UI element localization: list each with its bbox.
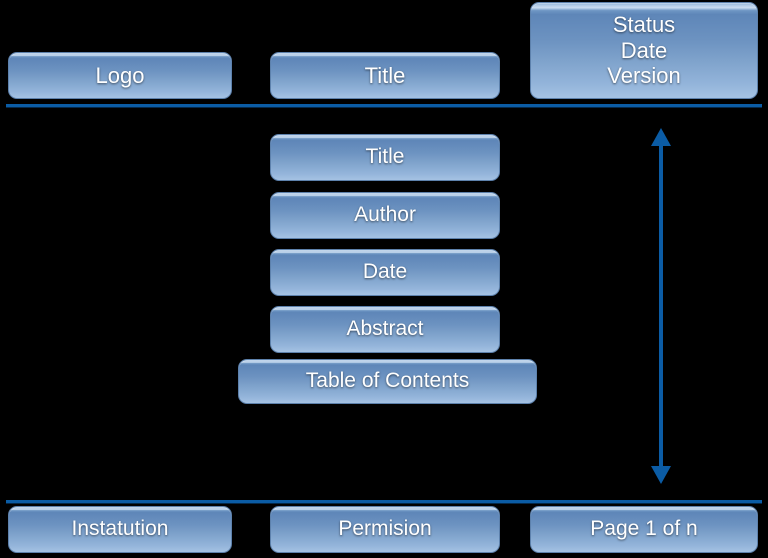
header-meta-date: Date (620, 37, 668, 63)
body-block-table-of-contents[interactable]: Table of Contents (238, 359, 537, 404)
header-title-box[interactable]: Title (270, 52, 500, 99)
body-block-date[interactable]: Date (270, 249, 500, 296)
header-meta-status: Status (612, 11, 676, 37)
arrow-head-up-icon (651, 128, 671, 146)
footer-page-box[interactable]: Page 1 of n (530, 506, 758, 553)
body-block-title-label: Title (365, 145, 405, 169)
header-meta-box[interactable]: Status Date Version (530, 2, 758, 99)
header-logo-label: Logo (95, 62, 145, 88)
header-meta-version: Version (607, 63, 681, 89)
footer-permission-label: Permision (338, 517, 432, 541)
footer-institution-label: Instatution (71, 517, 169, 541)
body-block-author-label: Author (354, 203, 416, 227)
body-block-title[interactable]: Title (270, 134, 500, 181)
body-block-abstract[interactable]: Abstract (270, 306, 500, 353)
body-block-date-label: Date (362, 260, 408, 284)
header-title-label: Title (364, 62, 406, 88)
body-block-abstract-label: Abstract (346, 317, 424, 341)
body-block-table-of-contents-label: Table of Contents (305, 369, 470, 393)
arrow-head-down-icon (651, 466, 671, 484)
header-separator-rule (6, 104, 762, 107)
footer-separator-rule (6, 500, 762, 503)
arrow-shaft (659, 138, 663, 474)
body-extent-arrow (641, 128, 681, 484)
body-block-author[interactable]: Author (270, 192, 500, 239)
footer-permission-box[interactable]: Permision (270, 506, 500, 553)
footer-institution-box[interactable]: Instatution (8, 506, 232, 553)
footer-page-label: Page 1 of n (590, 517, 698, 541)
header-logo-box[interactable]: Logo (8, 52, 232, 99)
